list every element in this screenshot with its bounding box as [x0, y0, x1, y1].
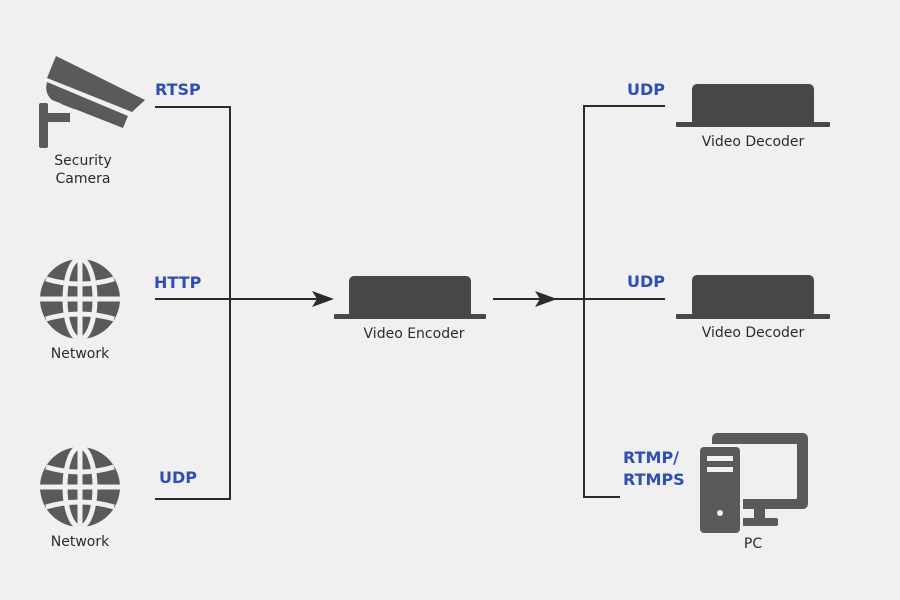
protocol-label-udp-decoder-1: UDP	[627, 80, 665, 99]
security-camera-icon	[39, 56, 145, 148]
video-decoder-label-2: Video Decoder	[701, 325, 805, 341]
protocol-label-http: HTTP	[154, 273, 202, 292]
output-bus-line	[583, 105, 665, 498]
video-encoder-device-icon	[334, 276, 486, 319]
network-label-2: Network	[50, 534, 110, 550]
arrow-to-encoder-icon	[312, 291, 334, 307]
protocol-label-udp-decoder-2: UDP	[627, 272, 665, 291]
source-line-camera	[155, 106, 231, 500]
protocol-label-udp-source: UDP	[159, 468, 197, 487]
protocol-label-rtmp: RTMP/	[623, 448, 680, 467]
pc-icon	[697, 433, 808, 536]
protocol-label-rtmps: RTMPS	[623, 470, 685, 489]
connection-lines	[155, 105, 665, 500]
protocol-label-rtsp: RTSP	[155, 80, 201, 99]
pc-label: PC	[743, 536, 763, 552]
video-encoder-label: Video Encoder	[363, 326, 465, 342]
video-decoder-icon	[676, 84, 830, 127]
security-camera-label-line-2: Camera	[55, 171, 111, 187]
globe-icon	[40, 444, 120, 530]
network-label-1: Network	[50, 346, 110, 362]
globe-icon	[40, 256, 120, 342]
video-decoder-icon	[676, 275, 830, 319]
security-camera-label-line-1: Security	[54, 153, 112, 169]
video-decoder-label-1: Video Decoder	[701, 134, 805, 150]
arrow-from-encoder-icon	[535, 291, 557, 307]
